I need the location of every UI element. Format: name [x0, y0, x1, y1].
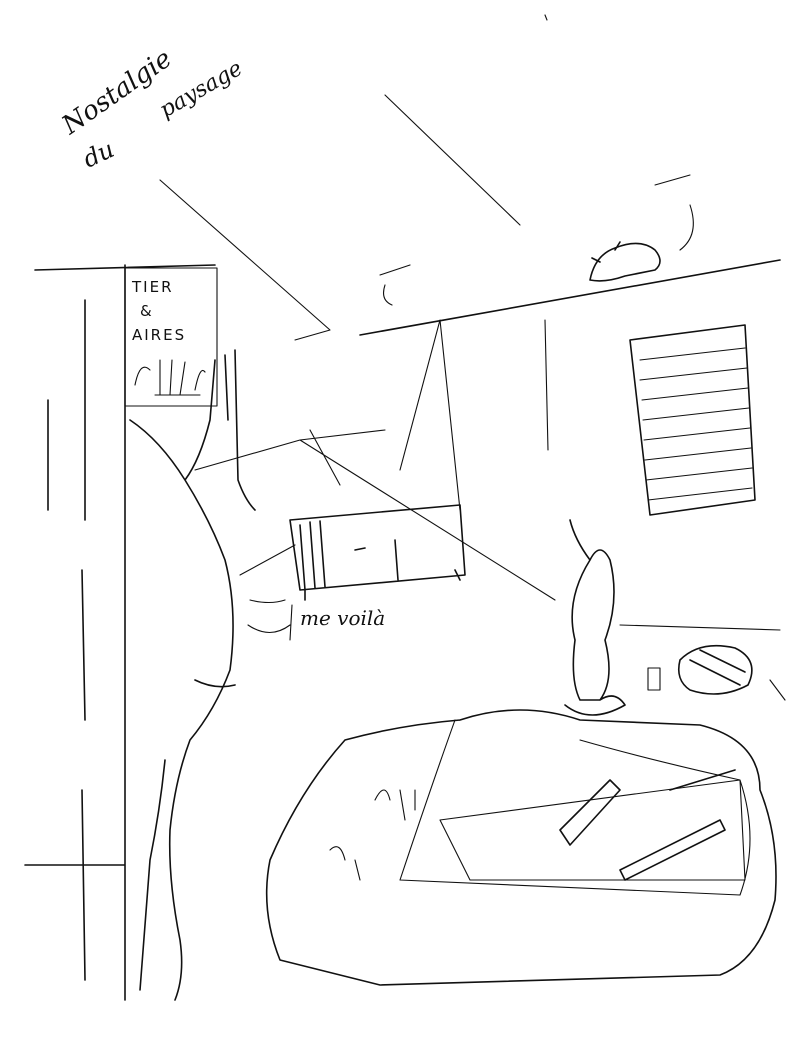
basket: [677, 644, 753, 695]
ceiling-hook: [379, 264, 411, 306]
cat: [589, 241, 661, 282]
wall-poster: [124, 267, 218, 407]
title-line-2: du: [79, 135, 119, 173]
ceiling-line: [159, 179, 331, 341]
poster-line-2: &: [140, 302, 154, 320]
string-line: [194, 429, 556, 601]
ceiling-hook: [654, 174, 694, 251]
ceiling-line: [544, 14, 548, 21]
ribbon: [559, 769, 736, 881]
title-line-1: Nostalgie: [56, 44, 178, 142]
door-frame: [24, 264, 216, 1001]
blanket: [399, 719, 751, 896]
hanging-string: [399, 319, 461, 511]
shelf-line: [359, 259, 781, 336]
caption-mark: [247, 599, 293, 641]
poster-line-3: AIRES: [132, 326, 186, 344]
poster-line-1: TIER: [131, 278, 174, 296]
hanging-box: [289, 504, 466, 601]
small-cup: [647, 667, 661, 691]
vase-with-plant: [564, 519, 626, 716]
bed: [265, 709, 777, 986]
poster-plants: [134, 359, 206, 396]
rug-marks: [329, 789, 416, 881]
caption: me voilà: [300, 606, 385, 630]
wall-line: [544, 319, 786, 701]
human-figure: [129, 349, 256, 1001]
ceiling-line: [384, 94, 521, 226]
window-blinds: [629, 324, 756, 516]
